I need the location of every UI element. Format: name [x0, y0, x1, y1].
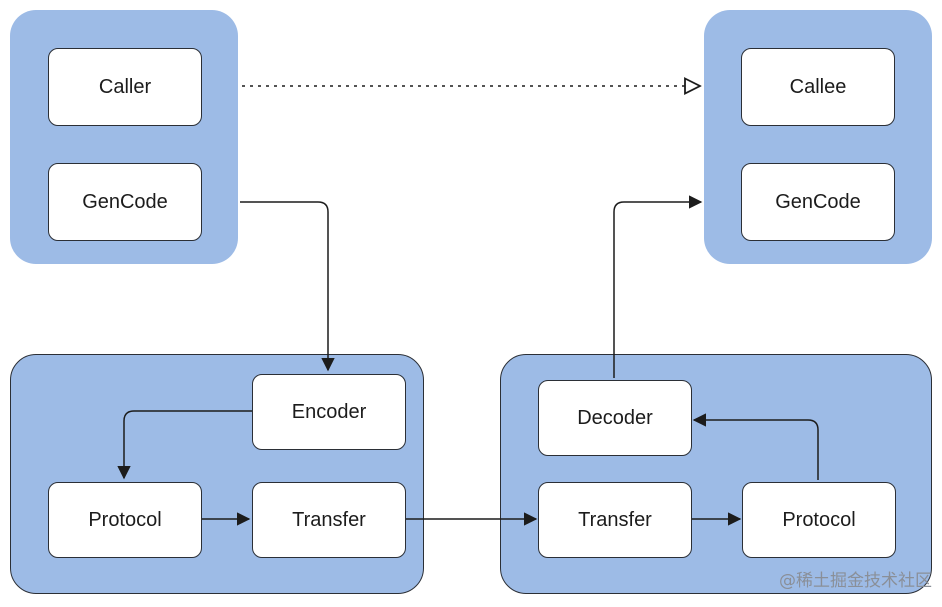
- edge-gencode-to-encoder: [240, 201, 335, 372]
- transfer-left-node: Transfer: [252, 482, 406, 558]
- gencode-left-node: GenCode: [48, 163, 202, 241]
- protocol-left-node: Protocol: [48, 482, 202, 558]
- callee-node: Callee: [741, 48, 895, 126]
- edge-encoder-to-protocol: [117, 410, 252, 480]
- protocol-right-node: Protocol: [742, 482, 896, 558]
- encoder-node: Encoder: [252, 374, 406, 450]
- edge-protocol-to-decoder: [692, 413, 819, 480]
- caller-node: Caller: [48, 48, 202, 126]
- decoder-node: Decoder: [538, 380, 692, 456]
- edge-decoder-to-gencode: [613, 195, 703, 378]
- gencode-right-node: GenCode: [741, 163, 895, 241]
- watermark-text: @稀土掘金技术社区: [779, 571, 932, 591]
- transfer-right-node: Transfer: [538, 482, 692, 558]
